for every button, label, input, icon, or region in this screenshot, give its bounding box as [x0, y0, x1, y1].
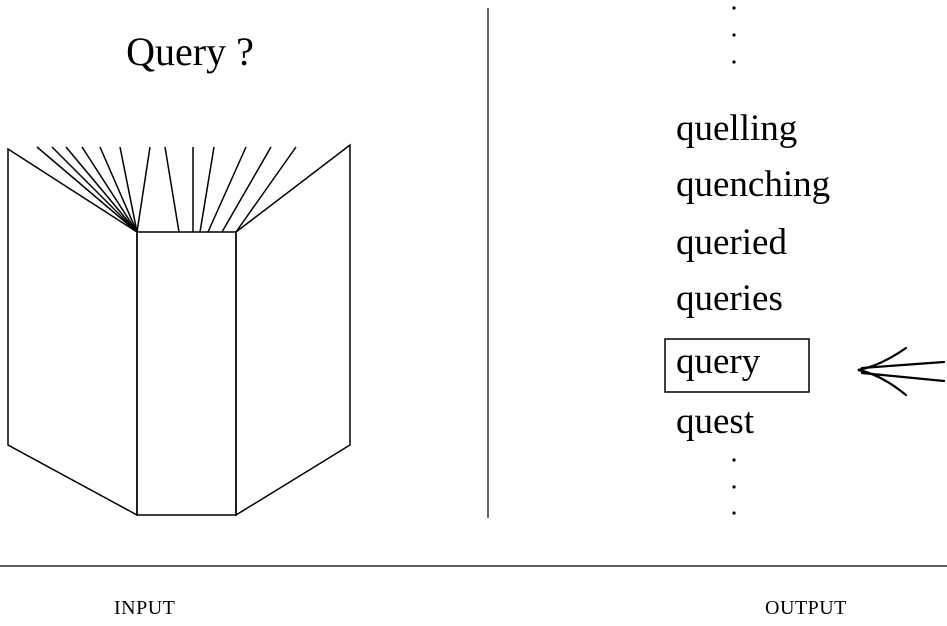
list-item: queries — [676, 278, 783, 319]
open-book-icon — [7, 143, 351, 517]
selection-box — [664, 338, 810, 393]
query-title: Query ? — [126, 29, 254, 74]
list-item: quest — [676, 401, 755, 442]
vertical-ellipsis-icon — [732, 6, 736, 64]
output-word-list: quelling quenching queried queries query… — [676, 108, 830, 442]
list-item: quelling — [676, 108, 797, 149]
list-item: quenching — [676, 164, 830, 205]
input-caption: INPUT — [114, 597, 175, 619]
selected-word: query — [676, 341, 761, 382]
left-arrow-icon — [857, 346, 946, 397]
vertical-ellipsis-icon — [732, 458, 736, 515]
list-item: queried — [676, 222, 787, 263]
output-caption: OUTPUT — [765, 597, 847, 619]
